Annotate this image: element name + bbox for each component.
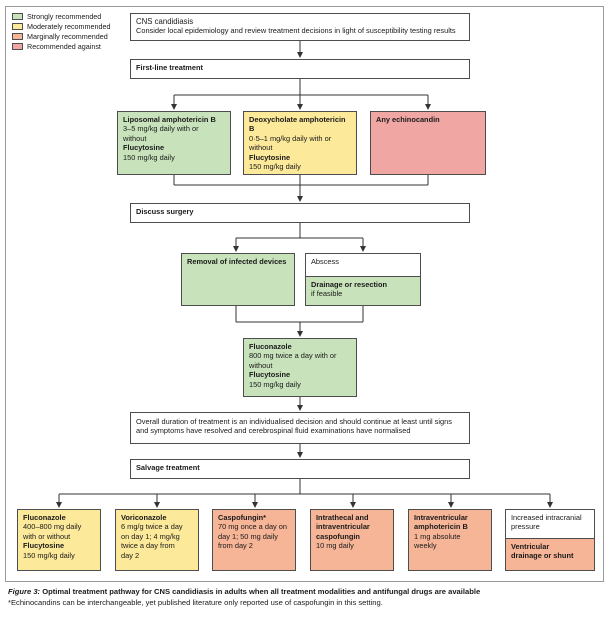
intrathecal-dose: 10 mg daily bbox=[316, 541, 354, 551]
liposomal-flucytosine-dose: 150 mg/kg daily bbox=[123, 152, 175, 162]
deoxycholate-amphotericin-node: Deoxycholate amphotericin B 0·5–1 mg/kg … bbox=[243, 111, 357, 175]
voriconazole-title: Voriconazole bbox=[121, 513, 167, 522]
abscess-node: Abscess Drainage or resection if feasibl… bbox=[305, 253, 421, 306]
salvage-intraventricular-node: Intraventricular amphotericin B 1 mg abs… bbox=[408, 509, 492, 571]
figure-frame bbox=[5, 6, 604, 582]
voriconazole-line3: twice a day from bbox=[121, 541, 175, 551]
salvage-fluconazole-dose: 400–800 mg daily bbox=[23, 522, 82, 532]
removal-devices-node: Removal of infected devices bbox=[181, 253, 295, 306]
liposomal-title: Liposomal amphotericin B bbox=[123, 115, 216, 124]
figure-caption: Figure 3: Optimal treatment pathway for … bbox=[8, 586, 608, 608]
intraventricular-title2: amphotericin B bbox=[414, 522, 468, 532]
salvage-intrathecal-node: Intrathecal and intraventricular caspofu… bbox=[310, 509, 394, 571]
discuss-surgery-node: Discuss surgery bbox=[130, 203, 470, 223]
fluconazole-flucytosine: Flucytosine bbox=[249, 370, 291, 380]
fluconazole-dose: 800 mg twice a day with or bbox=[249, 351, 337, 361]
salvage-fluconazole-node: Fluconazole 400–800 mg daily with or wit… bbox=[17, 509, 101, 571]
legend-swatch bbox=[12, 22, 23, 30]
cns-text: Consider local epidemiology and review t… bbox=[136, 26, 456, 36]
salvage-fluconazole-with: with or without bbox=[23, 531, 71, 541]
liposomal-amphotericin-node: Liposomal amphotericin B 3–5 mg/kg daily… bbox=[117, 111, 231, 175]
legend-item: Marginally recommended bbox=[12, 31, 111, 41]
icp-title2: drainage or shunt bbox=[511, 551, 574, 561]
icp-drainage: Ventricular drainage or shunt bbox=[506, 538, 594, 570]
caspofungin-line1: 70 mg once a day on bbox=[218, 522, 288, 532]
voriconazole-line1: 6 mg/g twice a day bbox=[121, 522, 183, 532]
drainage-title: Drainage or resection bbox=[311, 280, 387, 289]
legend-item: Recommended against bbox=[12, 41, 111, 51]
intraventricular-title1: Intraventricular bbox=[414, 513, 468, 522]
legend-item: Moderately recommended bbox=[12, 21, 111, 31]
intrathecal-title1: Intrathecal and bbox=[316, 513, 369, 522]
salvage-title: Salvage treatment bbox=[136, 463, 200, 472]
intrathecal-title3: caspofungin bbox=[316, 531, 360, 541]
fluconazole-node: Fluconazole 800 mg twice a day with or w… bbox=[243, 338, 357, 397]
intrathecal-title2: intraventricular bbox=[316, 522, 370, 532]
deoxycholate-flucytosine-dose: 150 mg/kg daily bbox=[249, 162, 301, 172]
deoxycholate-without: without bbox=[249, 143, 273, 153]
salvage-treatment-node: Salvage treatment bbox=[130, 459, 470, 479]
legend-label: Recommended against bbox=[27, 41, 101, 51]
icp-head2: pressure bbox=[511, 522, 540, 532]
intraventricular-dose2: weekly bbox=[414, 541, 437, 551]
icp-header: Increased intracranial pressure bbox=[506, 510, 594, 538]
legend-swatch bbox=[12, 12, 23, 20]
fluconazole-flucytosine-dose: 150 mg/kg daily bbox=[249, 379, 301, 389]
caspofungin-line3: from day 2 bbox=[218, 541, 253, 551]
drainage-text: if feasible bbox=[311, 289, 343, 299]
removal-title: Removal of infected devices bbox=[187, 257, 287, 266]
liposomal-without: without bbox=[123, 133, 147, 143]
icp-title1: Ventricular bbox=[511, 542, 550, 551]
fluconazole-without: without bbox=[249, 360, 273, 370]
abscess-head: Abscess bbox=[311, 257, 339, 266]
salvage-caspofungin-node: Caspofungin* 70 mg once a day on day 1; … bbox=[212, 509, 296, 571]
echinocandin-node: Any echinocandin bbox=[370, 111, 486, 175]
figure-label: Figure 3: bbox=[8, 587, 41, 596]
salvage-flucytosine: Flucytosine bbox=[23, 541, 65, 551]
salvage-fluconazole-title: Fluconazole bbox=[23, 513, 66, 522]
icp-head1: Increased intracranial bbox=[511, 513, 582, 522]
fluconazole-title: Fluconazole bbox=[249, 342, 292, 351]
first-line-title: First-line treatment bbox=[136, 63, 203, 72]
legend: Strongly recommended Moderately recommen… bbox=[12, 11, 111, 51]
abscess-drainage: Drainage or resection if feasible bbox=[306, 276, 420, 305]
liposomal-flucytosine: Flucytosine bbox=[123, 143, 165, 153]
caspofungin-title: Caspofungin* bbox=[218, 513, 267, 522]
liposomal-dose: 3–5 mg/kg daily with or bbox=[123, 124, 199, 134]
caspofungin-line2: day 1; 50 mg daily bbox=[218, 531, 278, 541]
first-line-node: First-line treatment bbox=[130, 59, 470, 79]
salvage-flucytosine-dose: 150 mg/kg daily bbox=[23, 550, 75, 560]
caption-line: Figure 3: Optimal treatment pathway for … bbox=[8, 586, 608, 597]
salvage-voriconazole-node: Voriconazole 6 mg/g twice a day on day 1… bbox=[115, 509, 199, 571]
legend-label: Moderately recommended bbox=[27, 21, 111, 31]
duration-text: Overall duration of treatment is an indi… bbox=[136, 417, 452, 436]
figure-title: Optimal treatment pathway for CNS candid… bbox=[40, 587, 481, 596]
echinocandin-title: Any echinocandin bbox=[376, 115, 440, 124]
legend-swatch bbox=[12, 32, 23, 40]
legend-label: Marginally recommended bbox=[27, 31, 108, 41]
treatment-duration-node: Overall duration of treatment is an indi… bbox=[130, 412, 470, 444]
legend-swatch bbox=[12, 42, 23, 50]
legend-label: Strongly recommended bbox=[27, 11, 102, 21]
voriconazole-line4: day 2 bbox=[121, 550, 140, 560]
salvage-icp-node: Increased intracranial pressure Ventricu… bbox=[505, 509, 595, 571]
cns-title: CNS candidiasis bbox=[136, 17, 194, 26]
cns-candidiasis-node: CNS candidiasis Consider local epidemiol… bbox=[130, 13, 470, 41]
deoxycholate-dose: 0·5–1 mg/kg daily with or bbox=[249, 133, 332, 143]
deoxycholate-flucytosine: Flucytosine bbox=[249, 152, 291, 162]
caption-footnote: *Echinocandins can be interchangeable, y… bbox=[8, 598, 383, 607]
intraventricular-dose1: 1 mg absolute bbox=[414, 531, 461, 541]
abscess-header: Abscess bbox=[306, 254, 420, 276]
deoxycholate-title: Deoxycholate amphotericin B bbox=[249, 115, 346, 134]
discuss-surgery-title: Discuss surgery bbox=[136, 207, 194, 216]
voriconazole-line2: on day 1; 4 mg/kg bbox=[121, 531, 180, 541]
legend-item: Strongly recommended bbox=[12, 11, 111, 21]
